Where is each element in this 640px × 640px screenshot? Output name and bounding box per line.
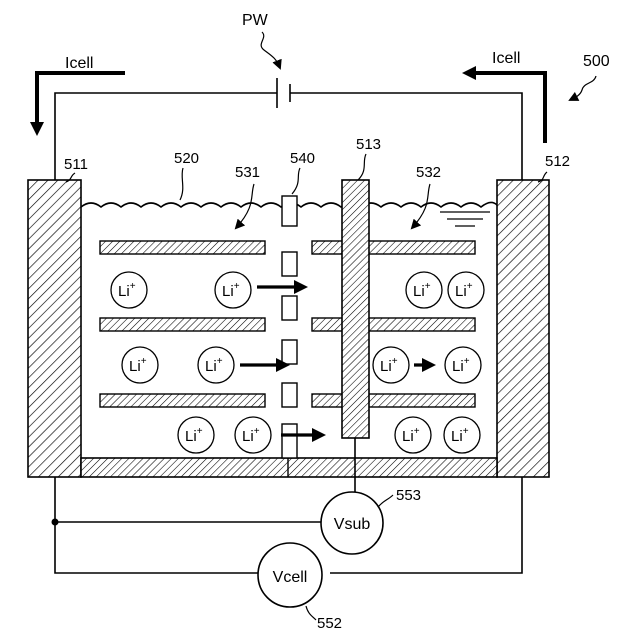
ion-12: Li+ (444, 417, 480, 453)
right-plate-1 (312, 241, 475, 254)
pw-label: PW (242, 12, 269, 29)
junction-dot (52, 519, 59, 526)
left-plate-3 (100, 394, 265, 407)
icell-right-arrow (466, 73, 545, 143)
electrode-513 (342, 180, 369, 438)
left-plate-1 (100, 241, 265, 254)
container-bottom (81, 458, 497, 477)
icell-left-arrow (37, 73, 125, 132)
left-plates (100, 241, 265, 407)
label-511: 511 (64, 156, 88, 173)
icell-right-label: Icell (492, 50, 520, 67)
electrode-512 (497, 180, 549, 477)
separator-540 (282, 196, 297, 458)
pw-pointer (261, 32, 280, 68)
vcell-label: Vcell (273, 569, 308, 586)
left-plate-2 (100, 318, 265, 331)
label-552: 552 (317, 615, 342, 632)
label-532: 532 (416, 164, 441, 181)
icell-left-label: Icell (65, 55, 93, 72)
right-plate-3 (312, 394, 475, 407)
label-531: 531 (235, 164, 260, 181)
ion-9: Li+ (178, 417, 214, 453)
electrode-511 (28, 180, 81, 477)
ion-5: Li+ (122, 347, 158, 383)
ion-11: Li+ (395, 417, 431, 453)
label-540: 540 (290, 150, 315, 167)
ion-8: Li+ (445, 347, 481, 383)
ion-10: Li+ (235, 417, 271, 453)
vsub-label: Vsub (334, 516, 371, 533)
device-pointer (570, 76, 596, 100)
ion-2: Li+ (215, 272, 251, 308)
ion-4: Li+ (448, 272, 484, 308)
label-513: 513 (356, 136, 381, 153)
right-plate-2 (312, 318, 475, 331)
vsub-meter: Vsub (321, 492, 383, 554)
ion-7: Li+ (373, 347, 409, 383)
label-553: 553 (396, 487, 421, 504)
device-label: 500 (583, 53, 610, 70)
label-512: 512 (545, 153, 570, 170)
power-circuit (55, 78, 522, 180)
ion-3: Li+ (406, 272, 442, 308)
liquid-level-mark (440, 212, 490, 226)
label-520: 520 (174, 150, 199, 167)
vcell-meter: Vcell (258, 543, 322, 607)
ion-6: Li+ (198, 347, 234, 383)
ion-1: Li+ (111, 272, 147, 308)
